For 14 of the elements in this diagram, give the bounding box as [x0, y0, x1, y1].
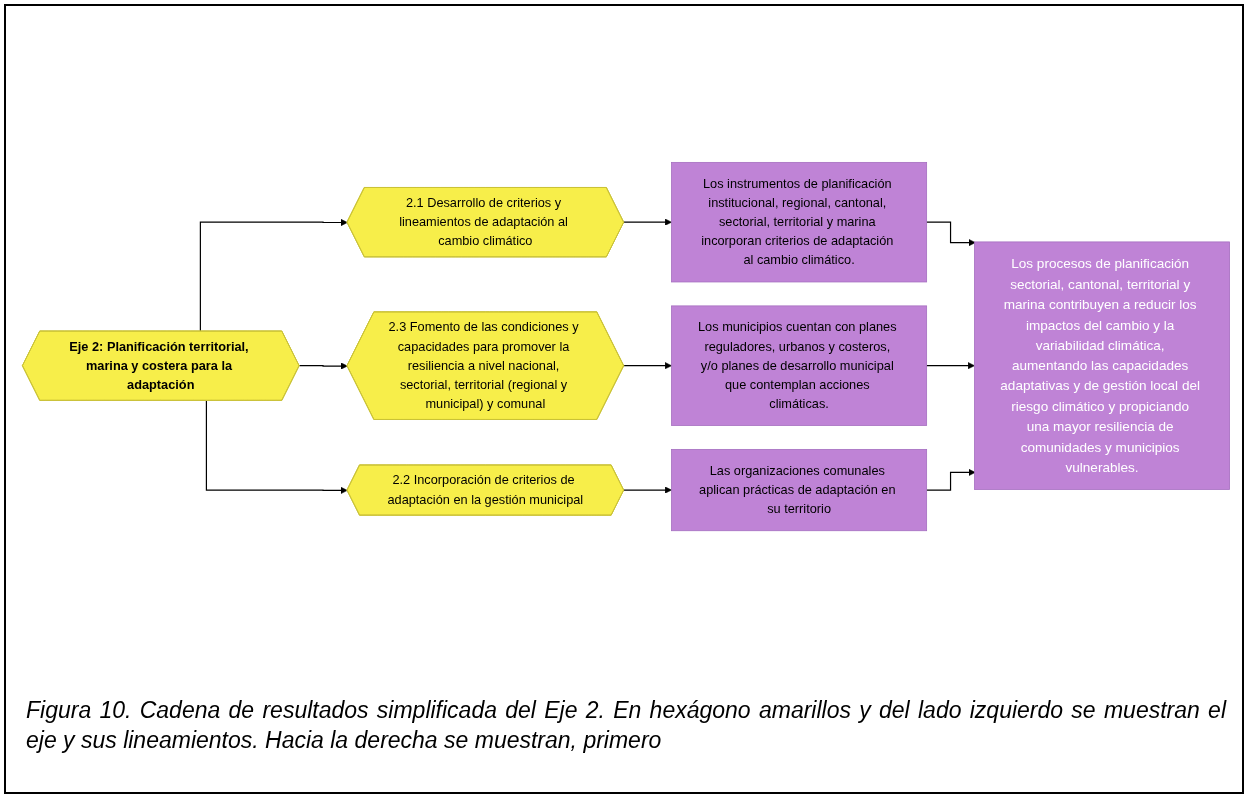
figure-caption: Figura 10. Cadena de resultados simplificada del Eje 2. En hexágono amarillos y del lado izquierdo se muestran el eje y sus lineamientos. Hacia la derecha se muestran, primero — [26, 696, 1226, 755]
arrow — [623, 486, 672, 494]
node-box: Los municipios cuentan con planes reguladores, urbanos y costeros, y/o planes de desarrollo municipal que contemplan acciones climáticas. — [671, 305, 928, 426]
node-box: Las organizaciones comunales aplican prácticas de adaptación en su territorio — [671, 448, 928, 532]
arrow — [205, 400, 348, 494]
node-box: Los instrumentos de planificación institucional, regional, cantonal, sectorial, territorial y marina incorporan criterios de adaptación al cambio climático. — [671, 161, 928, 283]
arrow — [298, 362, 348, 370]
arrow — [623, 218, 672, 226]
node-box: Los procesos de planificación sectorial, cantonal, territorial y marina contribuyen a reducir los impactos del cambio y la variabilidad climática, aumentando las capacidades adaptativas y de gestión local del riesgo climático y propiciando una mayor resiliencia de comunidades y municipios vulnerables. — [974, 241, 1230, 490]
arrow — [199, 218, 348, 332]
arrow — [623, 362, 672, 370]
arrow — [926, 468, 976, 491]
arrow — [926, 221, 976, 247]
arrow — [926, 362, 975, 370]
